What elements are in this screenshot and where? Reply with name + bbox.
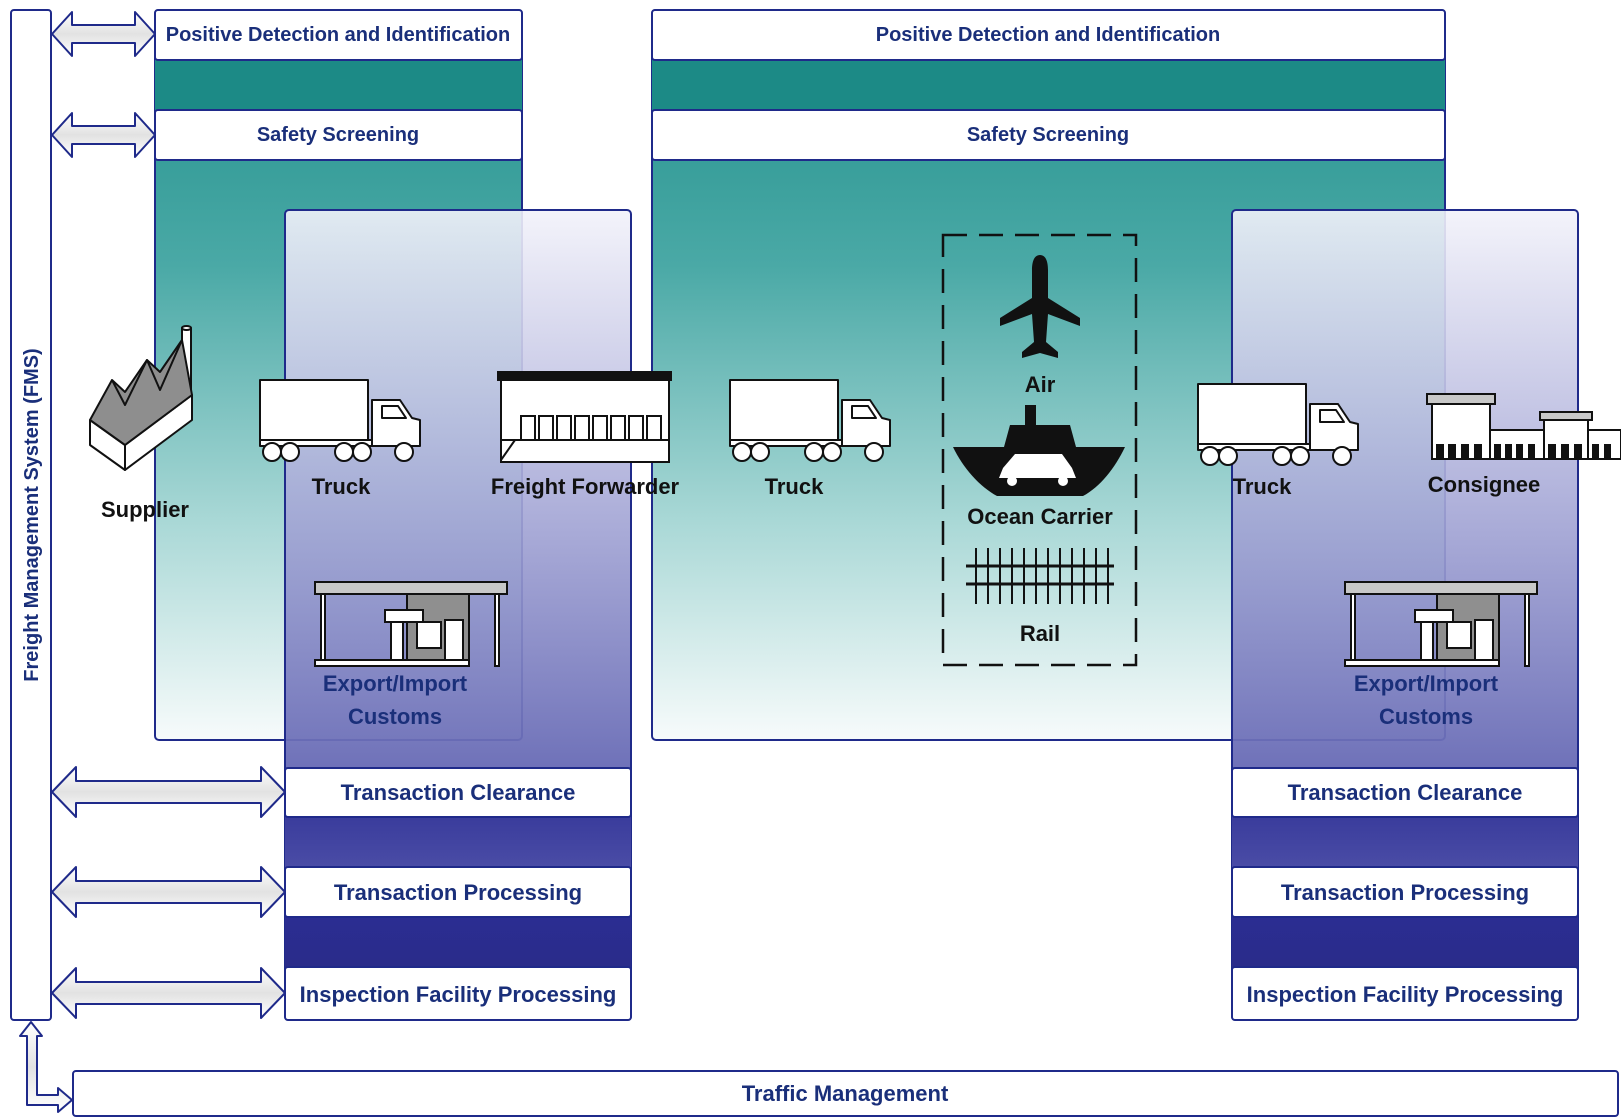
- left-screening-bar: Safety Screening: [154, 109, 523, 161]
- traffic-management-label: Traffic Management: [742, 1081, 949, 1106]
- left-transaction-processing-label: Transaction Processing: [334, 880, 582, 905]
- double-arrow-icon: [51, 866, 286, 918]
- rail-track-icon: [966, 548, 1114, 604]
- truck-2-label: Truck: [765, 474, 824, 499]
- transport-modes-box: Air Ocean Carrier Rail: [941, 233, 1138, 667]
- right-transaction-processing-bar: Transaction Processing: [1231, 866, 1579, 918]
- truck-icon: [1197, 383, 1359, 466]
- center-detection-bar: Positive Detection and Identification: [651, 9, 1446, 61]
- freight-forwarder-label: Freight Forwarder: [491, 474, 680, 499]
- warehouse-icon: [497, 371, 672, 463]
- right-inspection-label: Inspection Facility Processing: [1247, 982, 1564, 1007]
- fms-bar: Freight Management System (FMS): [10, 9, 52, 1021]
- fms-arrows: [19, 11, 286, 1113]
- customs-booth-icon: [314, 581, 508, 667]
- truck-1-label: Truck: [312, 474, 371, 499]
- consignee-label: Consignee: [1428, 472, 1540, 497]
- left-detection-label: Positive Detection and Identification: [166, 24, 511, 46]
- air-label: Air: [1025, 372, 1056, 397]
- ocean-carrier-label: Ocean Carrier: [967, 504, 1113, 529]
- left-detection-bar: Positive Detection and Identification: [154, 9, 523, 61]
- supplier-label: Supplier: [101, 497, 189, 522]
- factory-icon: [89, 325, 193, 471]
- truck-icon: [729, 379, 891, 462]
- left-inspection-label: Inspection Facility Processing: [300, 982, 617, 1007]
- center-screening-label: Safety Screening: [967, 124, 1129, 146]
- truck-icon: [259, 379, 421, 462]
- rail-label: Rail: [1020, 621, 1060, 646]
- double-arrow-icon: [51, 112, 156, 158]
- left-transaction-clearance-label: Transaction Clearance: [341, 780, 576, 805]
- right-transaction-clearance-bar: Transaction Clearance: [1231, 767, 1579, 818]
- ship-icon: [953, 405, 1125, 496]
- airplane-icon: [1000, 255, 1080, 358]
- left-customs-label-line2: Customs: [348, 704, 442, 729]
- center-detection-label: Positive Detection and Identification: [876, 24, 1221, 46]
- right-customs-label-line1: Export/Import: [1354, 671, 1499, 696]
- customs-booth-icon: [1344, 581, 1538, 667]
- store-icon: [1426, 393, 1621, 460]
- left-customs-label-line1: Export/Import: [323, 671, 468, 696]
- left-inspection-bar: Inspection Facility Processing: [284, 966, 632, 1021]
- double-arrow-icon: [51, 967, 286, 1019]
- center-screening-bar: Safety Screening: [651, 109, 1446, 161]
- right-transaction-clearance-label: Transaction Clearance: [1288, 780, 1523, 805]
- double-arrow-icon: [51, 11, 156, 57]
- traffic-management-bar: Traffic Management: [72, 1070, 1619, 1117]
- right-customs-label-line2: Customs: [1379, 704, 1473, 729]
- left-transaction-clearance-bar: Transaction Clearance: [284, 767, 632, 818]
- elbow-arrow-icon: [19, 1021, 73, 1113]
- truck-3-label: Truck: [1233, 474, 1292, 499]
- left-screening-label: Safety Screening: [257, 124, 419, 146]
- fms-label: Freight Management System (FMS): [21, 348, 43, 681]
- right-inspection-bar: Inspection Facility Processing: [1231, 966, 1579, 1021]
- double-arrow-icon: [51, 766, 286, 818]
- right-transaction-processing-label: Transaction Processing: [1281, 880, 1529, 905]
- left-transaction-processing-bar: Transaction Processing: [284, 866, 632, 918]
